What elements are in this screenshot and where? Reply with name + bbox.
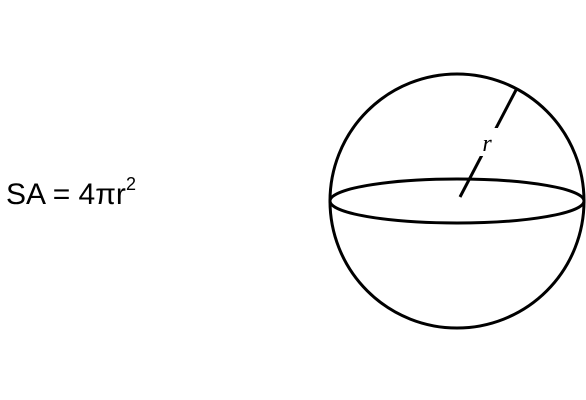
radius-label-background (476, 128, 498, 156)
sphere-outline (328, 72, 586, 330)
equator-ellipse (328, 177, 586, 225)
surface-area-formula: SA = 4πr2 (6, 175, 136, 211)
formula-exponent: 2 (125, 174, 136, 194)
formula-base: SA = 4πr (6, 178, 126, 211)
radius-label: r (482, 131, 492, 157)
